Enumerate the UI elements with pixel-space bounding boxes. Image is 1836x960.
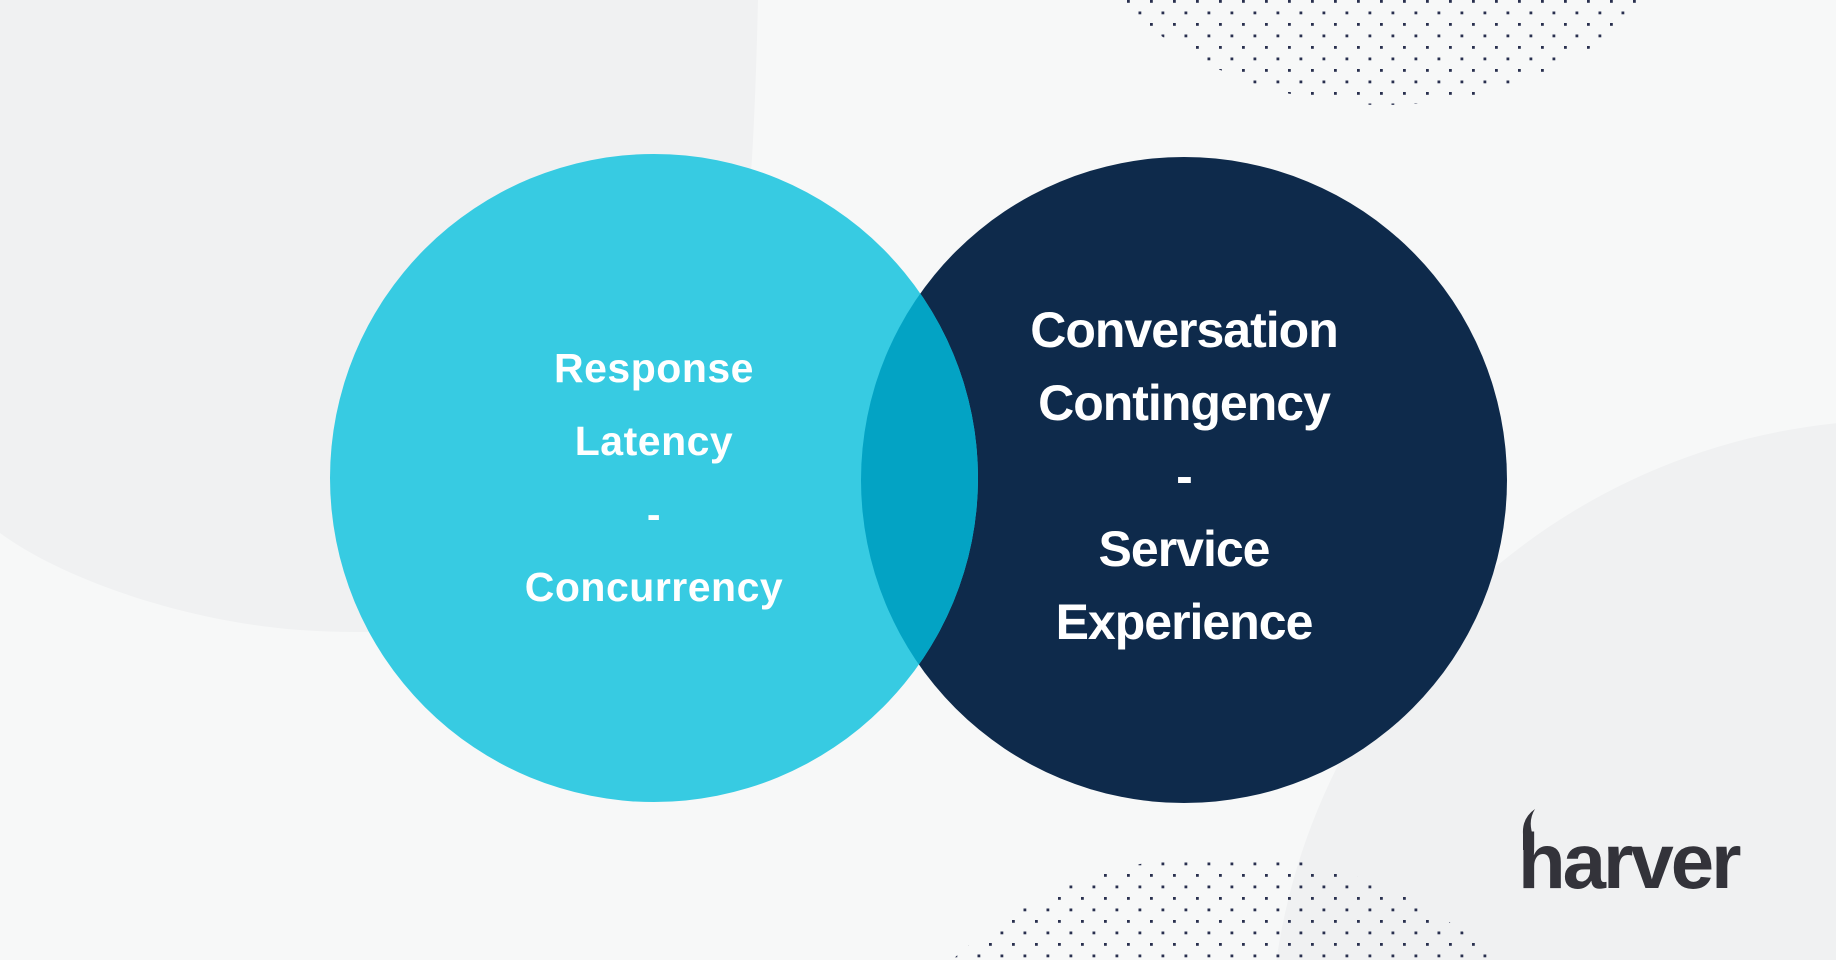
background-blob-bottom-right xyxy=(1276,423,1836,960)
label-line: Response xyxy=(554,345,754,391)
harver-logo: harver xyxy=(1518,817,1741,905)
right-circle xyxy=(861,157,1507,803)
right-circle-label: Conversation Contingency - Service Exper… xyxy=(934,294,1434,659)
label-line: Concurrency xyxy=(524,564,784,610)
dot-pattern-top-right xyxy=(1119,0,1651,105)
label-line: Contingency xyxy=(1038,375,1331,431)
left-circle xyxy=(330,154,978,802)
label-line: - xyxy=(646,491,662,537)
label-line: Conversation xyxy=(1030,302,1339,358)
dot-pattern-bottom xyxy=(952,855,1498,960)
label-line: - xyxy=(1176,448,1193,504)
harver-logo-h-swash xyxy=(1522,809,1535,850)
label-line: Service xyxy=(1098,521,1271,577)
label-line: Latency xyxy=(574,418,734,464)
left-circle-label: Response Latency - Concurrency xyxy=(404,332,904,624)
label-line: Experience xyxy=(1055,594,1314,650)
